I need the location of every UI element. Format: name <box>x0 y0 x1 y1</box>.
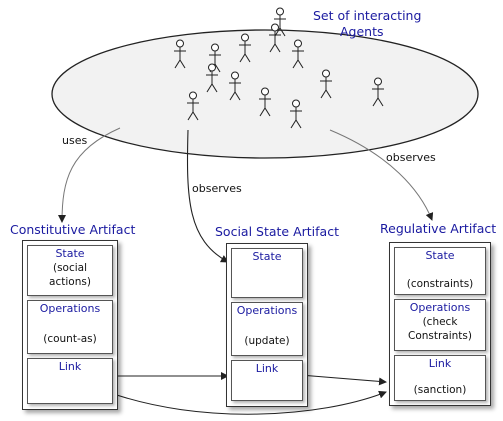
constitutive-link-cell: Link <box>27 358 113 404</box>
agents-layer <box>174 7 384 129</box>
observes-social-arrow <box>186 129 229 263</box>
constitutive-to-regulative-arrow <box>107 390 387 415</box>
social-operations-label: Operations <box>236 304 298 317</box>
agent-figure-icon <box>320 69 332 99</box>
constitutive-state-value-line2: actions) <box>49 276 91 288</box>
constitutive-state-label: State <box>55 247 85 260</box>
agent-figure-icon <box>229 71 241 101</box>
agent-figure-icon <box>290 99 302 129</box>
agent-figure-icon <box>259 87 271 117</box>
constitutive-state-value-line1: (social <box>52 262 88 274</box>
regulative-operations-value-line1: (check <box>422 316 458 328</box>
agents-title-line1: Set of interacting <box>313 8 422 23</box>
agent-figure-icon <box>292 39 304 69</box>
social-operations-cell: Operations (update) <box>231 302 303 356</box>
regulative-artifact: State (constraints) Operations (check Co… <box>389 242 491 406</box>
regulative-link-value: (sanction) <box>413 384 467 396</box>
regulative-operations-cell: Operations (check Constraints) <box>394 299 486 351</box>
agent-figure-icon <box>174 39 186 69</box>
social-operations-value: (update) <box>244 335 290 347</box>
agent-figure-icon <box>187 91 199 121</box>
regulative-state-cell: State (constraints) <box>394 247 486 295</box>
regulative-artifact-title: Regulative Artifact <box>380 221 497 236</box>
social-state-label: State <box>252 250 282 263</box>
constitutive-artifact: State (social actions) Operations (count… <box>22 240 118 410</box>
social-link-cell: Link <box>231 360 303 401</box>
social-link-label: Link <box>255 362 279 375</box>
constitutive-link-label: Link <box>58 360 82 373</box>
constitutive-state-cell: State (social actions) <box>27 245 113 296</box>
agent-figure-icon <box>372 77 384 107</box>
link-to-regulative-arrow <box>299 374 387 386</box>
regulative-operations-label: Operations <box>409 301 471 314</box>
social-artifact-title: Social State Artifact <box>215 224 339 239</box>
regulative-state-value: (constraints) <box>406 278 474 290</box>
observes-regulative-label: observes <box>386 151 436 164</box>
constitutive-operations-label: Operations <box>39 302 101 315</box>
agent-figure-icon <box>206 63 218 93</box>
agent-figure-icon <box>269 23 281 53</box>
agent-figure-icon <box>239 33 251 63</box>
regulative-state-label: State <box>425 249 455 262</box>
uses-label: uses <box>62 134 88 147</box>
agents-title-line2: Agents <box>340 24 384 39</box>
regulative-operations-value-line2: Constraints) <box>407 330 472 342</box>
constitutive-artifact-title: Constitutive Artifact <box>10 222 136 237</box>
social-state-artifact: State Operations (update) Link <box>226 243 308 407</box>
regulative-link-cell: Link (sanction) <box>394 355 486 401</box>
constitutive-operations-cell: Operations (count-as) <box>27 300 113 354</box>
social-state-cell: State <box>231 248 303 298</box>
observes-regulative-arrow <box>329 129 434 221</box>
uses-arrow <box>58 127 121 223</box>
constitutive-operations-value: (count-as) <box>43 333 97 345</box>
agent-figure-icon <box>274 7 286 37</box>
regulative-link-label: Link <box>428 357 452 370</box>
observes-social-label: observes <box>192 182 242 195</box>
